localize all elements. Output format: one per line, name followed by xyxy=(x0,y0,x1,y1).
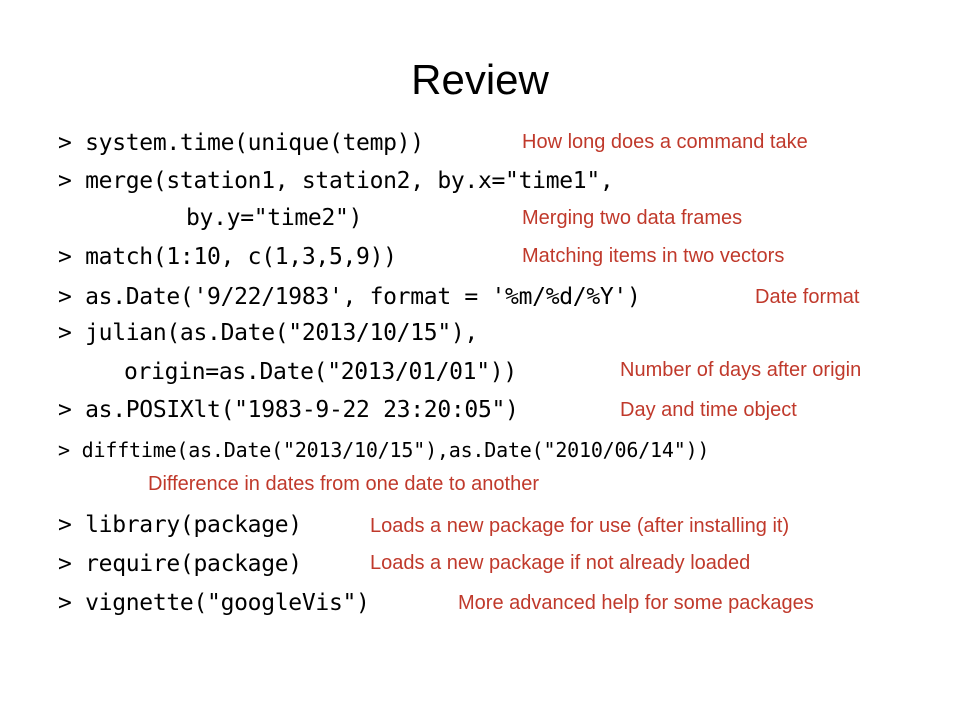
note-difftime: Difference in dates from one date to ano… xyxy=(148,473,539,495)
code-library: > library(package) xyxy=(58,512,302,538)
note-merge: Merging two data frames xyxy=(522,207,743,229)
note-library: Loads a new package for use (after insta… xyxy=(370,515,790,537)
code-merge-line-1: > merge(station1, station2, by.x="time1"… xyxy=(58,168,614,194)
code-julian-line-1: > julian(as.Date("2013/10/15"), xyxy=(58,320,478,346)
code-match: > match(1:10, c(1,3,5,9)) xyxy=(58,244,397,270)
code-julian-line-2: origin=as.Date("2013/01/01")) xyxy=(124,359,517,385)
note-julian: Number of days after origin xyxy=(620,359,862,381)
code-posixlt: > as.POSIXlt("1983-9-22 23:20:05") xyxy=(58,397,519,423)
code-vignette: > vignette("googleVis") xyxy=(58,590,370,616)
code-difftime: > difftime(as.Date("2013/10/15"),as.Date… xyxy=(58,438,710,462)
code-merge-line-2: by.y="time2") xyxy=(186,205,363,231)
code-system-time: > system.time(unique(temp)) xyxy=(58,130,424,156)
note-match: Matching items in two vectors xyxy=(522,245,785,267)
code-as-date: > as.Date('9/22/1983', format = '%m/%d/%… xyxy=(58,284,641,310)
note-require: Loads a new package if not already loade… xyxy=(370,552,751,574)
note-as-date: Date format xyxy=(755,286,860,308)
code-require: > require(package) xyxy=(58,551,302,577)
slide-title: Review xyxy=(411,56,549,103)
note-system-time: How long does a command take xyxy=(522,131,808,153)
note-vignette: More advanced help for some packages xyxy=(458,592,814,614)
note-posixlt: Day and time object xyxy=(620,399,797,421)
